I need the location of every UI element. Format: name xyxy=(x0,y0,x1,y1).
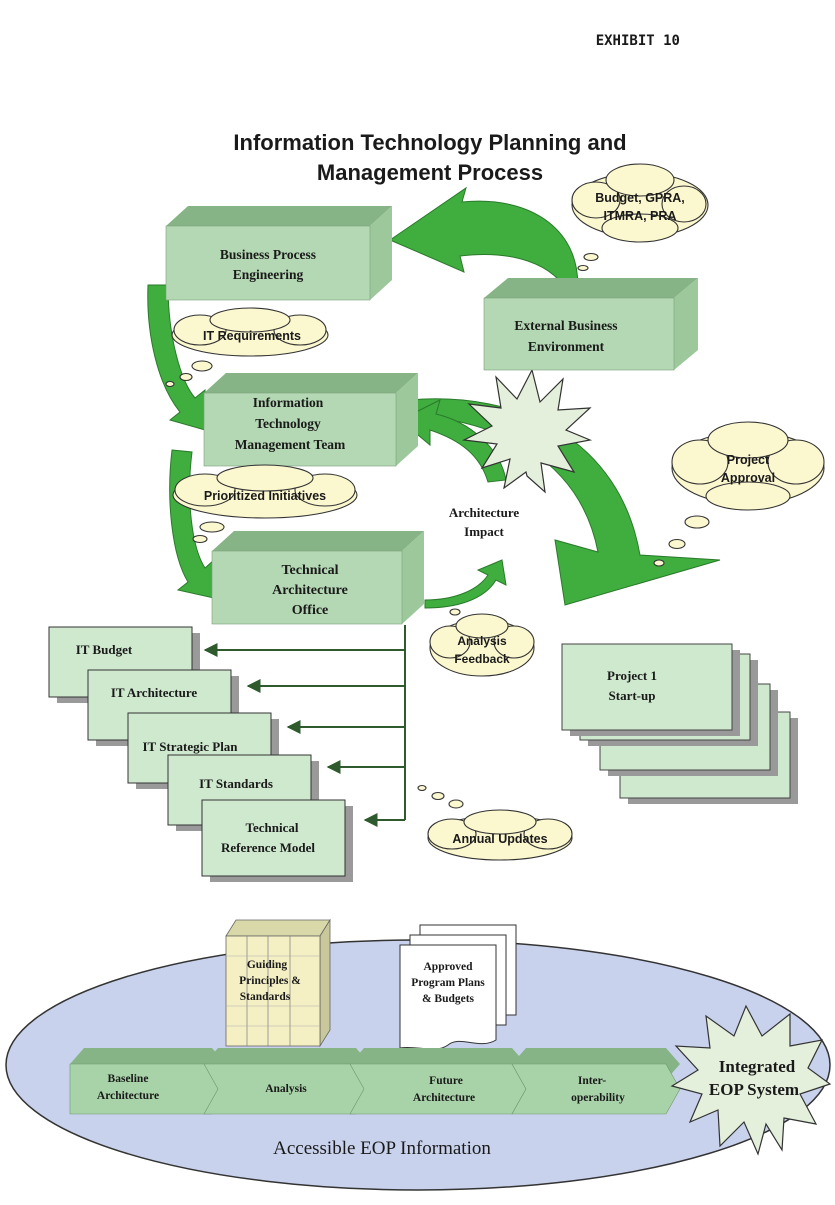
approved-line-3: & Budgets xyxy=(422,993,475,1005)
approved-line-2: Program Plans xyxy=(411,977,485,989)
analysis-feedback-line-1: Analysis xyxy=(457,634,507,648)
document-connectors xyxy=(203,625,406,827)
tao-line-2: Architecture xyxy=(272,583,348,598)
cloud-budget-gpra xyxy=(571,163,709,272)
cloud-it-requirements xyxy=(165,307,329,388)
cloud-project-approval xyxy=(653,421,825,567)
project-startup-stack xyxy=(561,643,798,804)
exhibit-label: EXHIBIT 10 xyxy=(596,33,680,49)
ext-line-1: External Business xyxy=(514,318,617,333)
itmt-line-1: Information xyxy=(253,395,324,410)
doc-trm-line-2: Reference Model xyxy=(221,840,315,855)
stage-interop-line-2: operability xyxy=(571,1092,625,1104)
arrow-tao-to-feedback xyxy=(424,559,507,609)
budget-line-2: ITMRA, PRA xyxy=(604,209,677,223)
guiding-line-2: Principles & xyxy=(239,975,301,987)
approved-line-1: Approved xyxy=(424,961,474,973)
guiding-line-3: Standards xyxy=(240,991,291,1003)
itmt-line-2: Technology xyxy=(255,416,321,431)
box-it-management-team xyxy=(203,373,418,467)
title-line-1: Information Technology Planning and xyxy=(233,130,626,155)
architecture-impact-line-2: Impact xyxy=(464,524,504,539)
stage-baseline-line-1: Baseline xyxy=(108,1073,149,1085)
ext-line-2: Environment xyxy=(528,339,605,354)
stage-interop-line-1: Inter- xyxy=(578,1075,606,1087)
doc-it-architecture-label: IT Architecture xyxy=(111,685,198,700)
budget-line-1: Budget, GPRA, xyxy=(595,191,685,205)
doc-it-strategic-plan-label: IT Strategic Plan xyxy=(142,739,238,754)
stage-baseline-architecture xyxy=(69,1048,227,1115)
prioritized-initiatives-label: Prioritized Initiatives xyxy=(204,489,326,503)
project-line-2: Start-up xyxy=(609,688,656,703)
stage-future-line-1: Future xyxy=(429,1075,463,1087)
integrated-line-2: EOP System xyxy=(709,1080,799,1099)
it-requirements-label: IT Requirements xyxy=(203,329,301,343)
stage-analysis-label: Analysis xyxy=(265,1083,307,1095)
accessible-eop-label: Accessible EOP Information xyxy=(273,1138,491,1159)
integrated-eop-starburst xyxy=(670,1004,832,1156)
box-business-process-engineering xyxy=(165,206,392,301)
stage-baseline-line-2: Architecture xyxy=(97,1090,159,1102)
stage-interoperability xyxy=(511,1048,681,1115)
analysis-feedback-line-2: Feedback xyxy=(454,652,510,666)
doc-trm-line-1: Technical xyxy=(246,820,299,835)
annual-updates-label: Annual Updates xyxy=(452,832,547,846)
architecture-impact-line-1: Architecture xyxy=(449,505,519,520)
tao-line-3: Office xyxy=(292,603,329,618)
cloud-annual-updates xyxy=(417,784,573,861)
box-technical-architecture-office xyxy=(211,531,424,625)
guiding-line-1: Guiding xyxy=(247,959,288,971)
bpe-line-2: Engineering xyxy=(233,267,304,282)
doc-it-standards-label: IT Standards xyxy=(199,776,273,791)
project-approval-line-1: Project xyxy=(727,453,770,467)
arrow-external-to-bpe xyxy=(388,186,579,298)
doc-it-budget-label: IT Budget xyxy=(76,642,133,657)
guiding-principles-stack xyxy=(225,918,331,1048)
architecture-impact-starburst xyxy=(461,368,593,494)
stage-future-architecture xyxy=(349,1048,527,1115)
project-line-1: Project 1 xyxy=(607,668,657,683)
project-approval-line-2: Approval xyxy=(721,471,775,485)
doc-technical-reference-model xyxy=(201,799,353,882)
box-external-business-environment xyxy=(483,278,698,371)
bpe-line-1: Business Process xyxy=(220,247,316,262)
itmt-line-3: Management Team xyxy=(235,437,346,452)
arrow-bpe-to-itmt xyxy=(147,284,206,431)
integrated-line-1: Integrated xyxy=(719,1057,796,1076)
title-line-2: Management Process xyxy=(317,160,543,185)
tao-line-1: Technical xyxy=(281,563,338,578)
cloud-prioritized-initiatives xyxy=(172,464,358,544)
stage-future-line-2: Architecture xyxy=(413,1092,475,1104)
stage-analysis xyxy=(203,1048,371,1115)
approved-plans-stack xyxy=(399,924,517,1050)
cloud-analysis-feedback xyxy=(429,608,535,677)
